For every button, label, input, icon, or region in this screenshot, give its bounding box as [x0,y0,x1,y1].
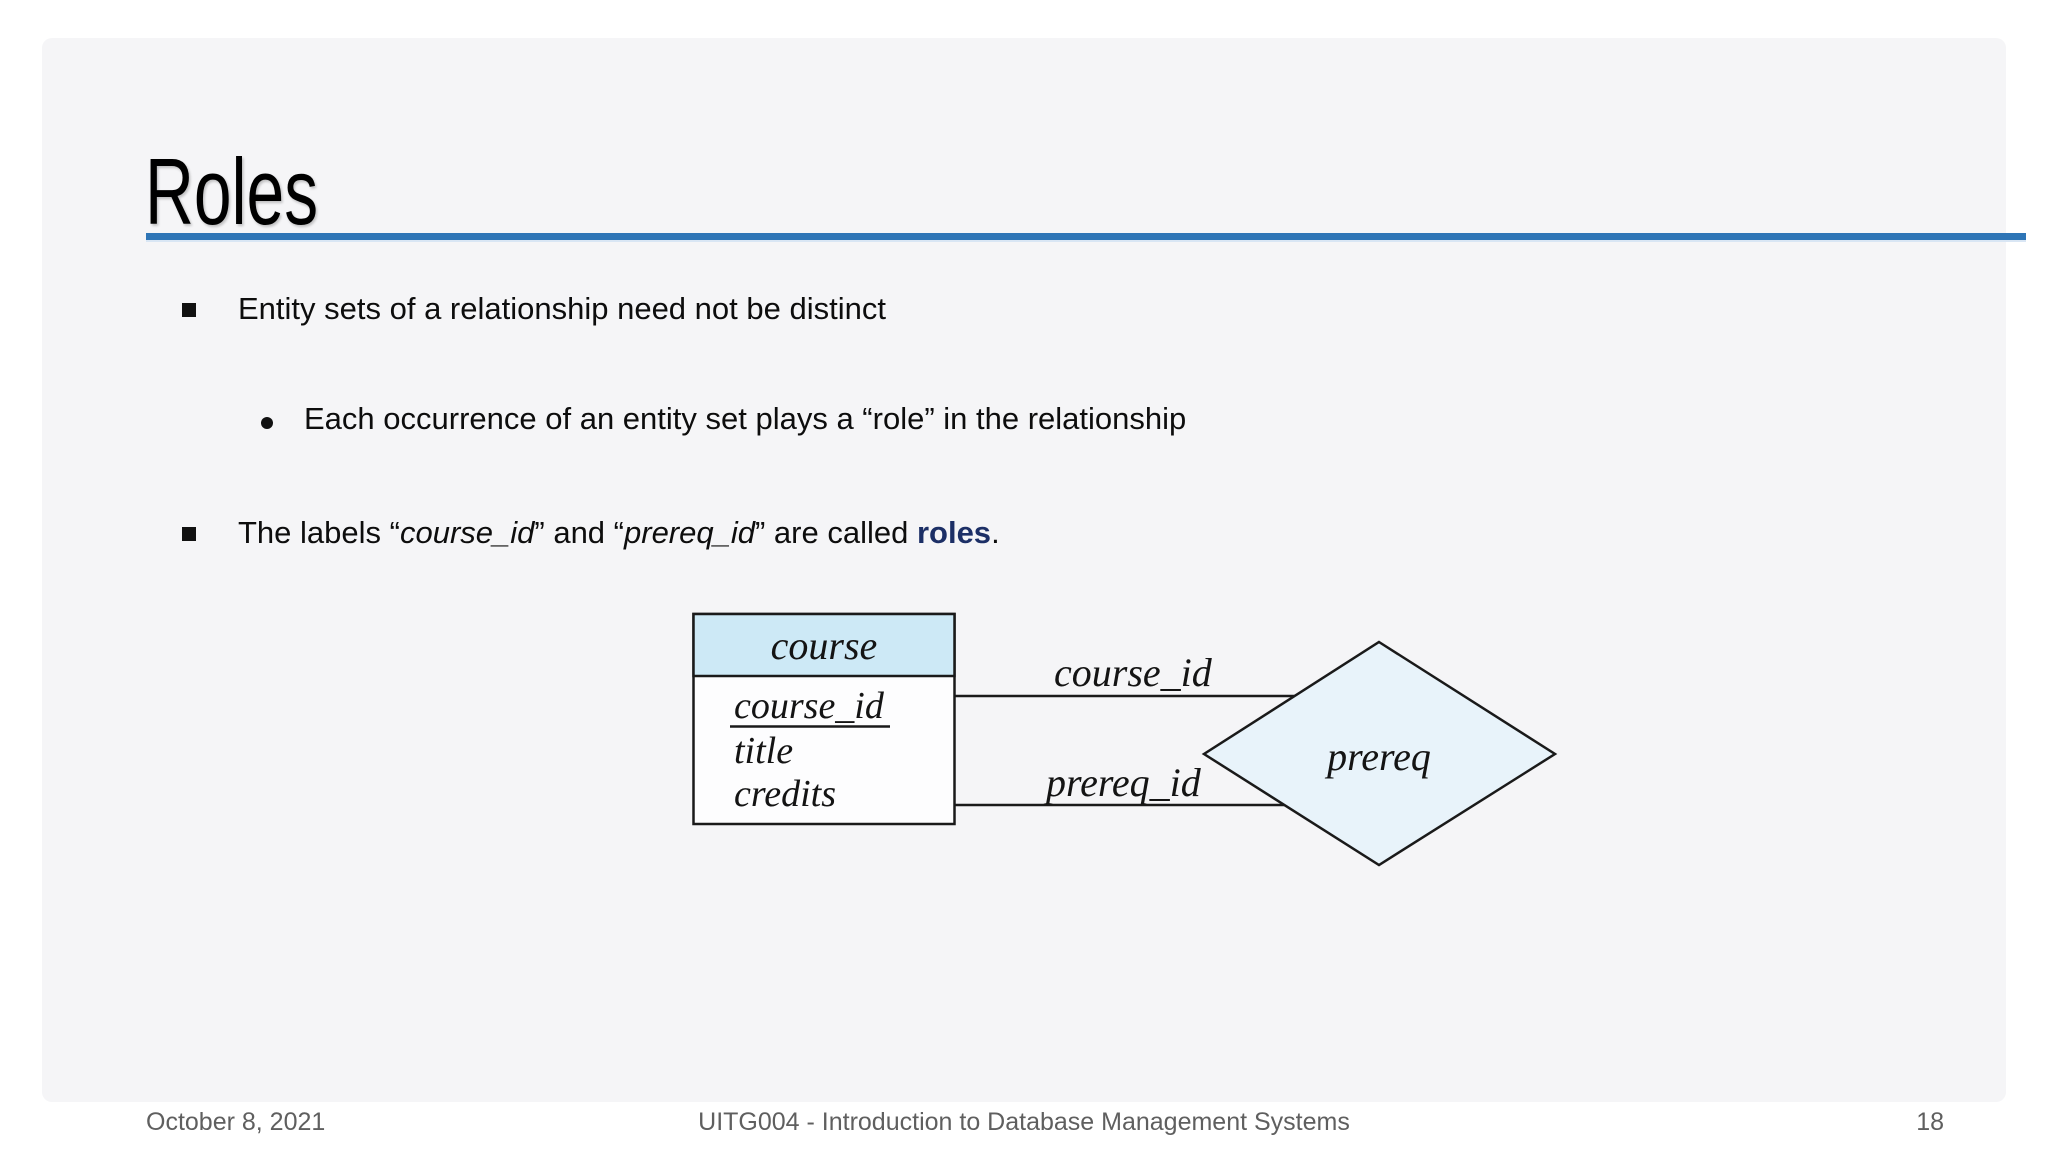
bullet-item-2: Each occurrence of an entity set plays a… [261,399,1187,439]
bullet-3-seg-0: The labels “ [238,515,400,550]
footer-page-number: 18 [1916,1108,1944,1136]
entity-attr-key: course_id [734,685,885,727]
relationship-diamond [1201,640,1558,867]
relationship-name: prereq [1324,734,1431,779]
bullet-1-text: Entity sets of a relationship need not b… [238,291,886,326]
entity-name: course [771,623,878,668]
bullet-3-seg-2: ” and “ [534,515,624,550]
role-label-prereq-id: prereq_id [1043,760,1202,805]
bullet-3-prereq-id-italic: prereq_id [624,515,755,550]
slide: Roles Entity sets of a relationship need… [42,38,2026,1136]
bullet-3-course-id-italic: course_id [399,515,535,550]
dot-bullet-icon [261,417,273,429]
slide-footer: October 8, 2021 UITG004 - Introduction t… [42,1104,2006,1144]
square-bullet-icon [182,303,196,317]
bullet-3-roles-bold: roles [916,515,992,550]
square-bullet-icon [182,527,196,541]
bullet-3-seg-4: ” are called [754,515,917,550]
slide-title: Roles [145,139,319,244]
footer-course-title: UITG004 - Introduction to Database Manag… [698,1108,1350,1136]
er-diagram: prereq course course_id title credits co… [692,612,1558,867]
entity-attr-credits: credits [734,773,836,815]
entity-attr-title: title [734,730,793,772]
role-label-course-id: course_id [1054,650,1213,695]
bullet-3-text: The labels “course_id” and “prereq_id” a… [238,515,1000,550]
bullet-item-1: Entity sets of a relationship need not b… [182,289,886,329]
bullet-2-text: Each occurrence of an entity set plays a… [304,401,1187,436]
footer-date: October 8, 2021 [146,1108,326,1136]
entity-header [692,612,956,678]
bullet-item-3: The labels “course_id” and “prereq_id” a… [182,513,1000,553]
bullet-3-seg-6: . [991,515,1000,550]
title-underline-rule [146,233,2026,242]
